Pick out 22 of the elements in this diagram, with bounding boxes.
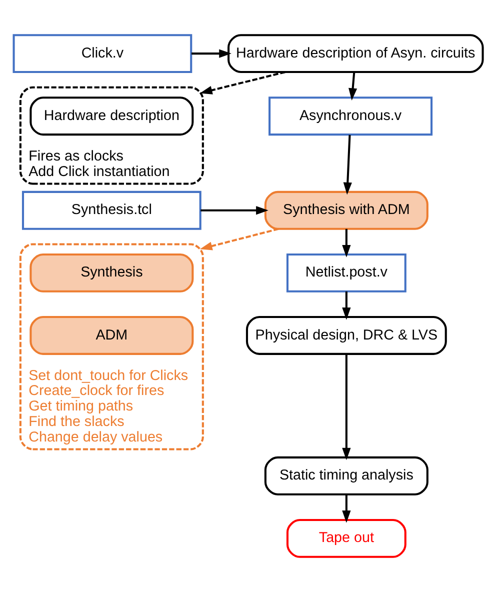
node-box: Tape out xyxy=(286,518,406,558)
arrow xyxy=(191,49,232,58)
arrow xyxy=(200,228,279,250)
node-box: Synthesis xyxy=(30,253,194,292)
arrow xyxy=(200,71,286,94)
node-box: Physical design, DRC & LVS xyxy=(246,316,447,355)
arrow xyxy=(342,228,351,258)
arrow xyxy=(348,72,358,100)
arrow xyxy=(343,134,352,195)
node-box: Netlist.post.v xyxy=(286,253,406,292)
arrow xyxy=(342,354,351,460)
node-box: Asynchronous.v xyxy=(268,96,433,136)
node-box: ADM xyxy=(30,316,194,355)
arrow xyxy=(342,291,351,320)
node-box: Click.v xyxy=(12,34,192,74)
node-box: Hardware description of Asyn. circuits xyxy=(228,34,484,74)
node-box: Static timing analysis xyxy=(264,456,428,496)
node-box: Synthesis with ADM xyxy=(264,190,428,230)
node-box: Hardware description xyxy=(30,96,194,136)
arrow xyxy=(342,494,351,523)
node-box: Synthesis.tcl xyxy=(22,190,202,230)
arrow xyxy=(200,206,268,215)
